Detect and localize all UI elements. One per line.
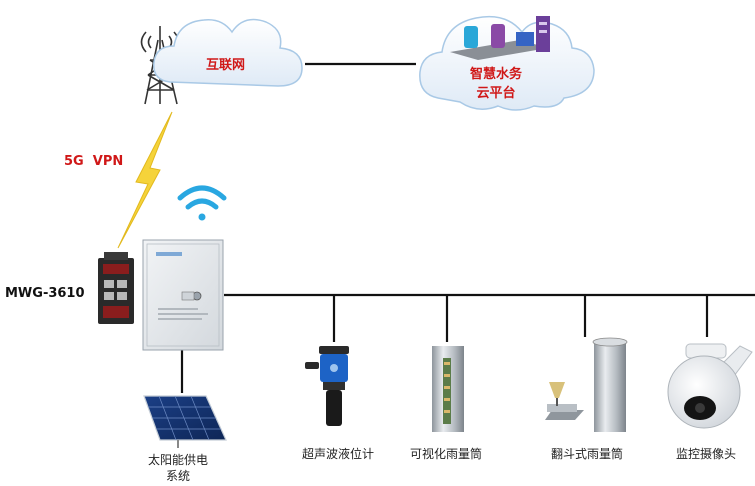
internet-cloud bbox=[153, 18, 303, 87]
bucket-gauge-icon bbox=[545, 337, 628, 432]
server-icon bbox=[450, 16, 550, 60]
camera-icon bbox=[667, 343, 753, 429]
wifi-icon bbox=[177, 185, 227, 221]
solar-panel-icon bbox=[143, 395, 227, 448]
cloud-platform bbox=[419, 15, 595, 111]
connection-lines bbox=[180, 62, 755, 393]
link-5g-label: 5G VPN bbox=[64, 154, 124, 169]
control-cabinet bbox=[142, 239, 224, 351]
camera-label: 监控摄像头 bbox=[675, 447, 737, 461]
level-meter-label: 超声波液位计 bbox=[301, 447, 375, 461]
solar-label-2: 系统 bbox=[165, 469, 191, 483]
internet-label: 互联网 bbox=[206, 58, 246, 73]
gateway-device bbox=[98, 252, 134, 324]
solar-label-1: 太阳能供电 bbox=[147, 453, 209, 467]
cloud-platform-label-1: 智慧水务 bbox=[469, 67, 523, 82]
cloud-platform-label-2: 云平台 bbox=[476, 86, 516, 101]
lightning-icon bbox=[117, 111, 173, 249]
visual-gauge-icon bbox=[432, 346, 464, 432]
gateway-label: MWG-3610 bbox=[5, 286, 85, 301]
visual-gauge-label: 可视化雨量筒 bbox=[409, 447, 483, 461]
level-meter-icon bbox=[305, 346, 349, 426]
bucket-gauge-label: 翻斗式雨量筒 bbox=[550, 447, 624, 461]
